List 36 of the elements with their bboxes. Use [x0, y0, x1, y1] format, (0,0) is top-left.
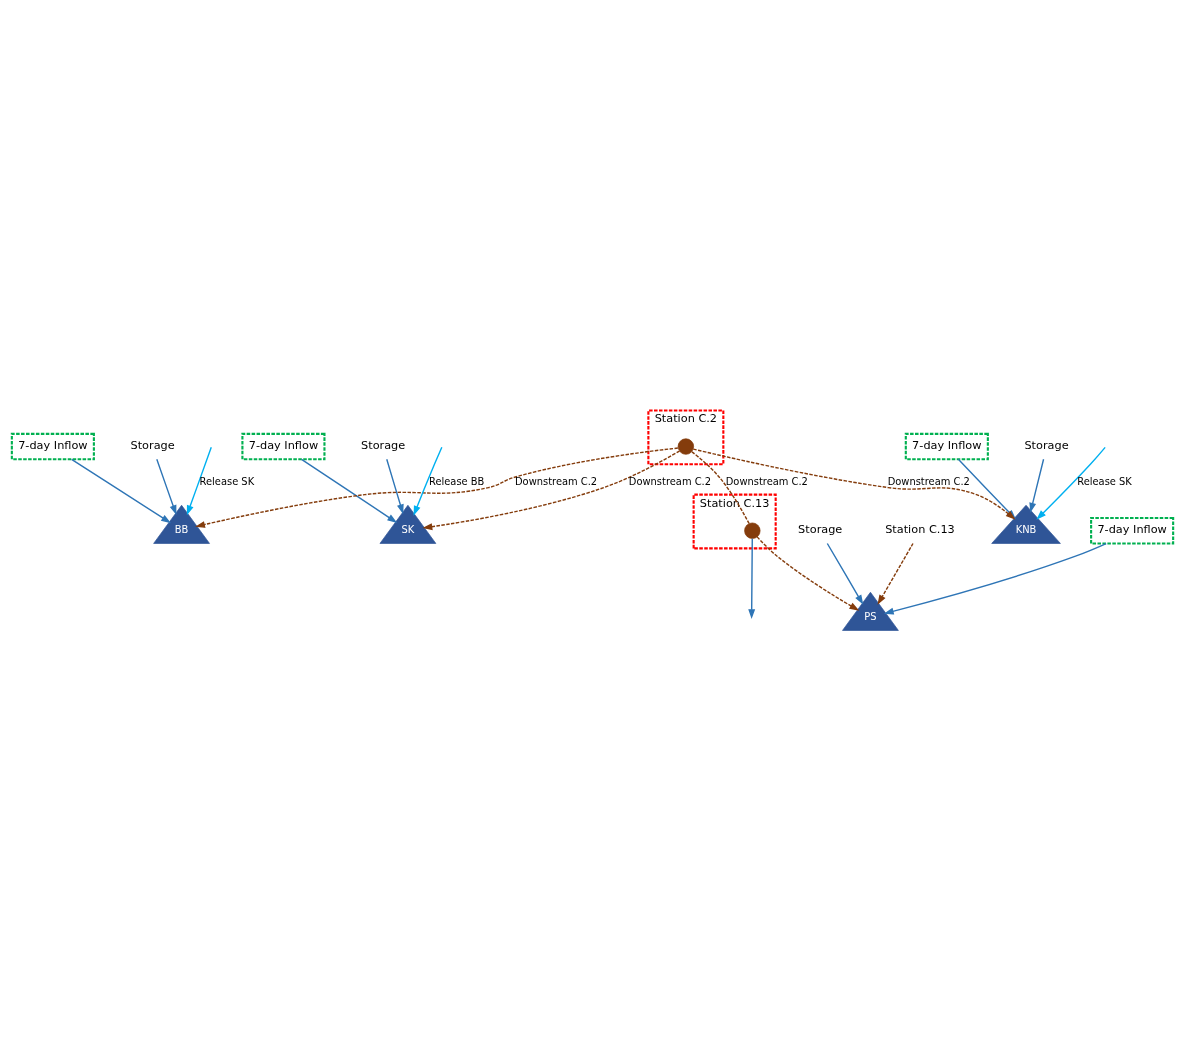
node-text: Storage	[130, 438, 175, 452]
edge-label: Release SK	[199, 475, 255, 487]
arrow	[70, 458, 172, 523]
arrow	[422, 449, 681, 530]
edge-label: Downstream C.2	[628, 475, 712, 487]
connector	[691, 450, 750, 524]
node-circle	[677, 437, 694, 455]
arrow	[195, 446, 679, 528]
node-box: 7-day Inflow	[904, 432, 989, 460]
arrow	[1029, 458, 1045, 513]
node-box: 7-day Inflow	[241, 432, 326, 460]
arrow	[748, 537, 756, 619]
arrow	[186, 446, 212, 515]
arrow	[300, 458, 398, 523]
edge-label: Downstream C.2	[725, 475, 808, 487]
arrow	[826, 542, 864, 605]
edge-label: Release BB	[429, 475, 485, 487]
edge-label: Release SK	[1077, 475, 1132, 487]
arrow	[1036, 446, 1106, 520]
node-box: 7-day Inflow	[1090, 516, 1175, 544]
arrow	[386, 458, 404, 514]
cluster: Station C.2	[647, 408, 725, 465]
node-box: 7-day Inflow	[10, 432, 95, 460]
node-text: Station C.13	[885, 522, 955, 536]
node-text: Storage	[1024, 438, 1069, 452]
arrow	[156, 458, 177, 515]
node-text: Storage	[798, 522, 843, 536]
arrow	[883, 542, 1107, 615]
node-text: Storage	[361, 438, 406, 452]
edge-label: Downstream C.2	[514, 475, 598, 487]
node-circle	[744, 522, 761, 539]
arrow	[756, 535, 860, 611]
edge-label: Downstream C.2	[887, 475, 970, 487]
cluster: Station C.13	[692, 493, 777, 549]
arrow	[877, 542, 914, 605]
arrow	[413, 446, 443, 516]
